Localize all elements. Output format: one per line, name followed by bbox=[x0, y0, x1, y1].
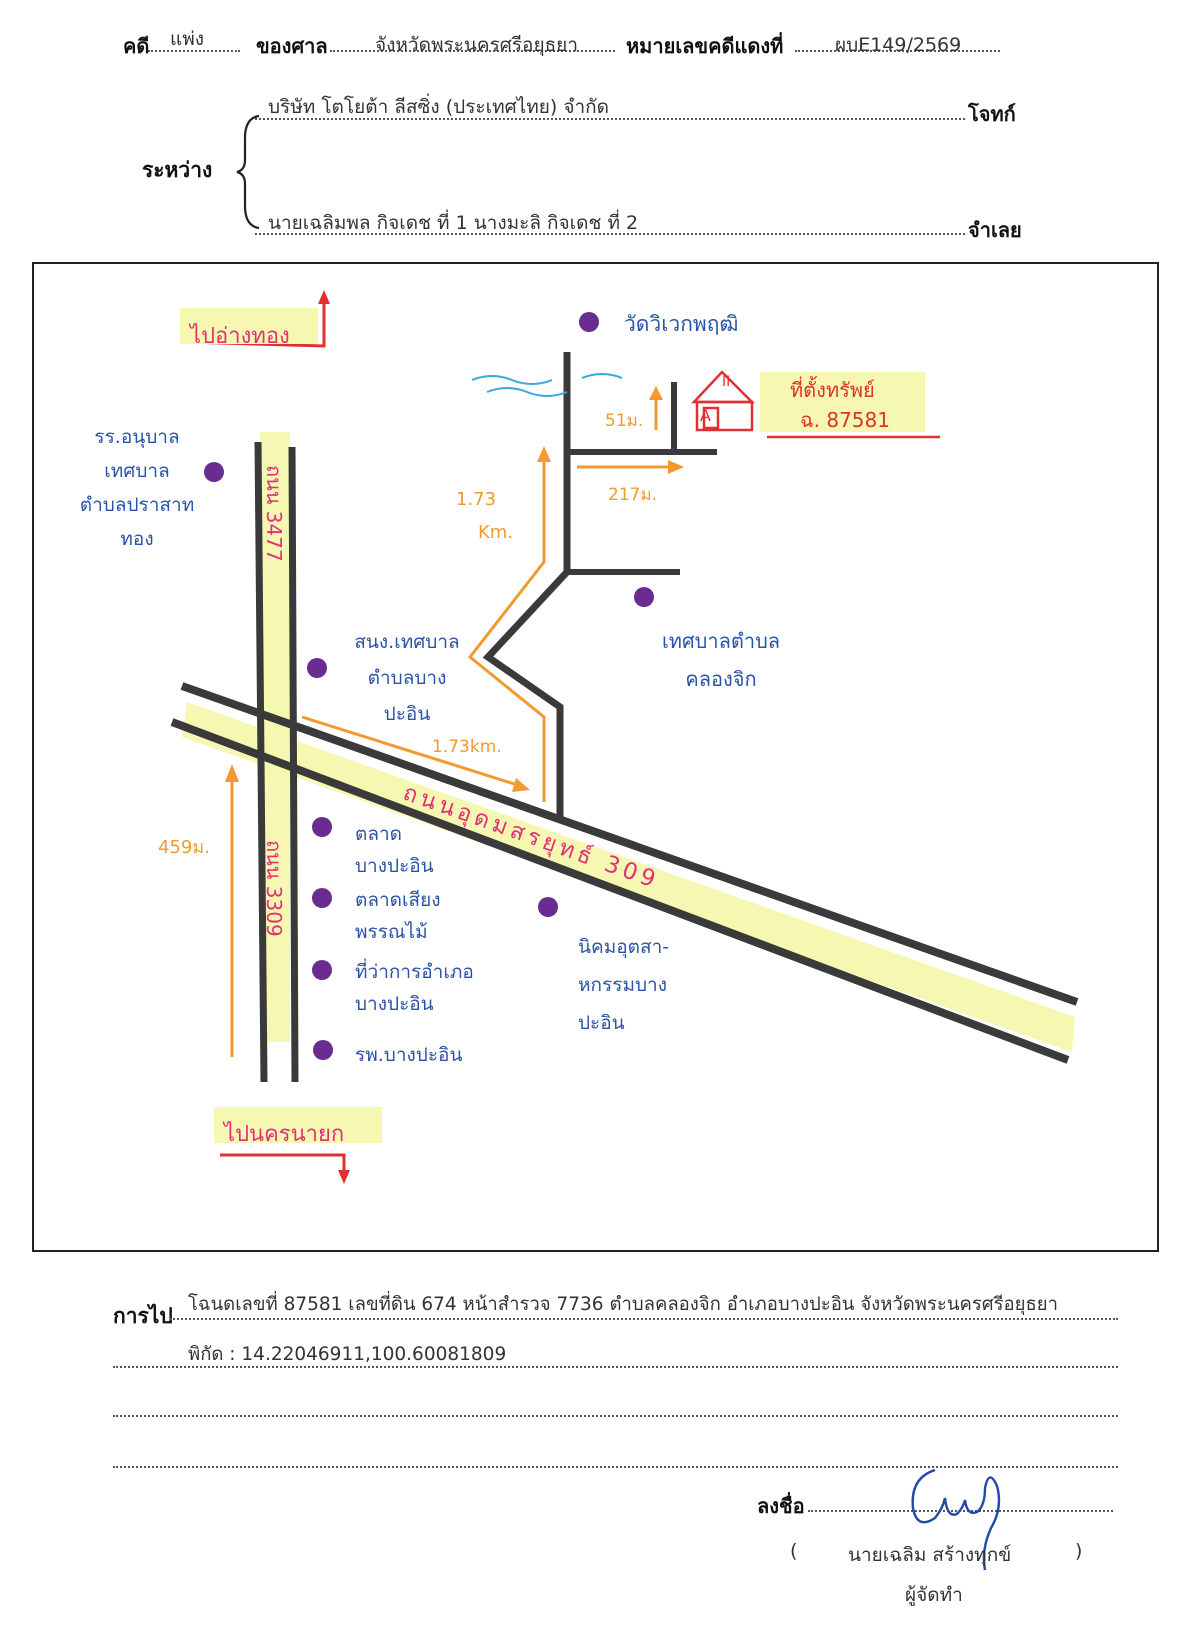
directions-dotline-2 bbox=[113, 1366, 1118, 1368]
khlongjik-label: เทศบาลตำบล คลองจิก bbox=[646, 622, 796, 698]
directions-dotline-3 bbox=[113, 1415, 1118, 1417]
deed-label: ฉ. 87581 bbox=[800, 408, 890, 432]
house-letter: A bbox=[700, 406, 711, 425]
road-3477-label: ถนน 3477 bbox=[262, 465, 286, 562]
school-line-2: เทศบาล bbox=[104, 460, 170, 482]
signer-open-paren: ( bbox=[790, 1540, 798, 1562]
district-line-2: บางปะอิน bbox=[355, 993, 434, 1015]
dist-173km-b: Km. bbox=[478, 522, 514, 543]
directions-dotline-1 bbox=[170, 1318, 1118, 1320]
market-line-1: ตลาด bbox=[355, 823, 402, 845]
poi-dot-industrial bbox=[538, 897, 558, 917]
house-mark: II bbox=[722, 374, 731, 390]
map-frame bbox=[32, 262, 1159, 1252]
school-line-3: ตำบลปราสาท bbox=[79, 494, 195, 516]
directions-dotline-4 bbox=[113, 1466, 1118, 1468]
signature-scribble bbox=[911, 1468, 1001, 1571]
office-line-2: ตำบลบาง bbox=[367, 667, 447, 689]
road-309-highlight bbox=[182, 702, 1075, 1052]
dist-51m: 51ม. bbox=[605, 411, 644, 431]
soi-road bbox=[482, 352, 571, 818]
case-type: แพ่ง bbox=[170, 28, 205, 50]
khlongjik-line-1: เทศบาลตำบล bbox=[661, 629, 781, 653]
water-mark bbox=[471, 373, 623, 397]
dist-217m: 217ม. bbox=[608, 485, 658, 505]
school-line-4: ทอง bbox=[120, 528, 154, 550]
red-case-no: ผบE149/2569 bbox=[835, 34, 962, 56]
poi-dot-market bbox=[312, 817, 332, 837]
industrial-line-3: ปะอิน bbox=[578, 1012, 625, 1034]
to-south-arrow bbox=[220, 1153, 346, 1177]
directions-line-2: พิกัด : 14.22046911,100.60081809 bbox=[188, 1344, 507, 1365]
signer-close-paren: ) bbox=[1075, 1540, 1083, 1562]
to-north-label: ไปอ่างทอง bbox=[190, 324, 290, 349]
route-309-arrow bbox=[301, 715, 525, 789]
industrial-line-1: นิคมอุตสา- bbox=[578, 936, 670, 958]
property-house bbox=[691, 370, 756, 432]
khlongjik-line-2: คลองจิก bbox=[685, 667, 757, 691]
school-label: รร.อนุบาล เทศบาล ตำบลปราสาท ทอง bbox=[62, 420, 212, 556]
bird-market-line-2: พรรณไม้ bbox=[355, 921, 428, 943]
court-label: ของศาล bbox=[256, 34, 328, 58]
signer-role: ผู้จัดทำ bbox=[905, 1584, 963, 1606]
poi-dot-hospital bbox=[313, 1040, 333, 1060]
defendant-name: นายเฉลิมพล กิจเดช ที่ 1 นางมะลิ กิจเดช ท… bbox=[268, 212, 639, 234]
hospital-label: รพ.บางปะอิน bbox=[355, 1044, 463, 1066]
signer-name: นายเฉลิม สร้างทุกข์ bbox=[848, 1544, 1012, 1566]
property-highlight bbox=[760, 372, 925, 432]
industrial-line-2: หกรรมบาง bbox=[578, 974, 667, 996]
case-label: คดี bbox=[123, 34, 150, 58]
poi-dot-temple bbox=[579, 312, 599, 332]
property-label: ที่ตั้งทรัพย์ bbox=[790, 378, 875, 402]
red-no-dotline bbox=[795, 50, 1000, 52]
sign-label: ลงชื่อ bbox=[757, 1494, 805, 1518]
to-south-highlight bbox=[214, 1107, 382, 1143]
school-line-1: รร.อนุบาล bbox=[94, 426, 180, 448]
directions-line-1: โฉนดเลขที่ 87581 เลขที่ดิน 674 หน้าสำรวจ… bbox=[188, 1294, 1058, 1315]
district-line-1: ที่ว่าการอำเภอ bbox=[355, 961, 474, 983]
case-dotline bbox=[148, 50, 240, 52]
to-north-highlight bbox=[180, 308, 318, 344]
road-309-line-top bbox=[180, 682, 1079, 1006]
road-3309-label: ถนน 3309 bbox=[262, 840, 286, 937]
between-label: ระหว่าง bbox=[142, 158, 213, 182]
dist-459m: 459ม. bbox=[158, 837, 210, 858]
poi-dot-bird-market bbox=[312, 888, 332, 908]
dist-173km-c: 1.73km. bbox=[432, 737, 502, 757]
market-label: ตลาด บางปะอิน bbox=[355, 818, 434, 882]
plaintiff-dotline bbox=[255, 118, 965, 120]
market-line-2: บางปะอิน bbox=[355, 855, 434, 877]
road-309-line-bottom bbox=[170, 718, 1070, 1064]
directions-label: การไป bbox=[113, 1304, 173, 1328]
poi-dot-school bbox=[204, 462, 224, 482]
bird-market-label: ตลาดเสียง พรรณไม้ bbox=[355, 884, 441, 948]
party-brace bbox=[236, 114, 260, 230]
red-case-no-label: หมายเลขคดีแดงที่ bbox=[626, 34, 784, 58]
poi-dot-district bbox=[312, 960, 332, 980]
road-3477-line-left bbox=[254, 441, 268, 1083]
bird-market-line-1: ตลาดเสียง bbox=[355, 889, 441, 911]
defendant-label: จำเลย bbox=[968, 218, 1022, 242]
route-soi-arrow bbox=[467, 457, 546, 802]
plaintiff-label: โจทก์ bbox=[968, 102, 1016, 126]
to-south-label: ไปนครนายก bbox=[224, 1122, 345, 1147]
plaintiff-name: บริษัท โตโยต้า ลีสซิ่ง (ประเทศไทย) จำกัด bbox=[268, 96, 610, 118]
court-name: จังหวัดพระนครศรีอยุธยา bbox=[375, 34, 578, 56]
temple-label: วัดวิเวกพฤฒิ bbox=[624, 312, 739, 336]
district-label: ที่ว่าการอำเภอ บางปะอิน bbox=[355, 956, 474, 1020]
poi-dot-office bbox=[307, 658, 327, 678]
defendant-dotline bbox=[255, 233, 965, 235]
court-dotline bbox=[330, 50, 615, 52]
office-line-3: ปะอิน bbox=[383, 703, 431, 725]
dist-173km-a: 1.73 bbox=[456, 489, 497, 510]
poi-dot-khlongjik bbox=[634, 587, 654, 607]
office-label: สนง.เทศบาล ตำบลบาง ปะอิน bbox=[342, 624, 472, 732]
location-map bbox=[170, 290, 1079, 1184]
office-line-1: สนง.เทศบาล bbox=[354, 631, 460, 653]
industrial-label: นิคมอุตสา- หกรรมบาง ปะอิน bbox=[578, 928, 669, 1042]
